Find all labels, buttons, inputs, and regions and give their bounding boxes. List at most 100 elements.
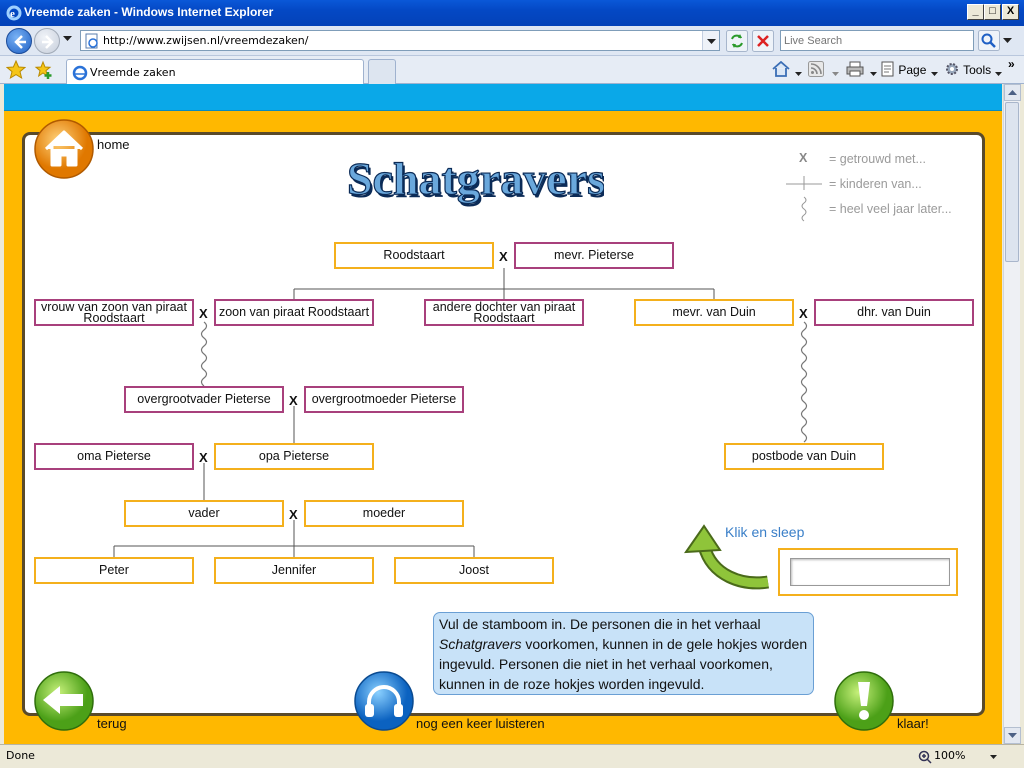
person-box[interactable]: mevr. van Duin (634, 299, 794, 326)
scroll-down-button[interactable] (1004, 727, 1021, 744)
scroll-thumb[interactable] (1005, 102, 1019, 262)
listen-again-label[interactable]: nog een keer luisteren (416, 716, 545, 731)
page-title-text: Schatgravers (348, 153, 604, 204)
person-box[interactable]: zoon van piraat Roodstaart (214, 299, 374, 326)
married-mark: X (289, 393, 298, 408)
search-icon[interactable] (978, 30, 1000, 51)
done-label[interactable]: klaar! (897, 716, 929, 731)
married-mark: X (199, 306, 208, 321)
chevron-down-icon (707, 39, 716, 44)
address-dropdown[interactable] (702, 31, 719, 50)
svg-text:e: e (10, 8, 15, 20)
person-box[interactable]: oma Pieterse (34, 443, 194, 470)
title-bar: e Vreemde zaken - Windows Internet Explo… (0, 0, 1024, 26)
minimize-button[interactable]: _ (967, 4, 984, 20)
listen-again-button[interactable] (353, 670, 415, 732)
person-box[interactable]: postbode van Duin (724, 443, 884, 470)
married-mark: X (199, 450, 208, 465)
home-button[interactable] (33, 118, 95, 180)
zoom-icon[interactable] (918, 750, 932, 764)
person-box[interactable]: Joost (394, 557, 554, 584)
feeds-command[interactable] (808, 61, 824, 80)
instruction-box: Vul de stamboom in. De personen die in h… (433, 612, 814, 695)
person-box[interactable]: moeder (304, 500, 464, 527)
person-box[interactable]: overgrootvader Pieterse (124, 386, 284, 413)
legend-married: = getrouwd met... (829, 152, 926, 166)
printer-icon (846, 61, 864, 77)
tab-vreemde-zaken[interactable]: Vreemde zaken (66, 59, 364, 84)
new-tab-button[interactable] (368, 59, 396, 84)
forward-arrow-icon (42, 35, 54, 49)
home-dropdown[interactable] (795, 66, 802, 80)
draggable-name-card[interactable] (790, 558, 950, 586)
page-menu[interactable]: Page (881, 61, 926, 77)
recent-pages-dropdown[interactable] (63, 36, 72, 42)
gear-icon (946, 63, 958, 75)
married-mark: X (799, 306, 808, 321)
close-button[interactable]: X (1002, 4, 1019, 20)
person-box[interactable]: Jennifer (214, 557, 374, 584)
married-mark: X (499, 249, 508, 264)
tools-menu-dropdown[interactable] (995, 66, 1002, 80)
search-input[interactable] (781, 31, 971, 50)
married-mark: X (289, 507, 298, 522)
person-box[interactable]: Roodstaart (334, 242, 494, 269)
chevron-up-icon (1008, 90, 1017, 95)
back-page-button[interactable] (33, 670, 95, 732)
person-box[interactable]: opa Pieterse (214, 443, 374, 470)
top-banner (4, 84, 1002, 111)
feeds-dropdown[interactable] (832, 66, 839, 80)
back-page-label[interactable]: terug (97, 716, 127, 731)
person-box[interactable]: andere dochter van piraat Roodstaart (424, 299, 584, 326)
add-favorites-icon[interactable] (34, 60, 54, 80)
stop-button[interactable] (752, 30, 774, 52)
favorites-star-icon[interactable] (6, 60, 26, 80)
person-box[interactable]: Peter (34, 557, 194, 584)
home-label[interactable]: home (97, 137, 130, 152)
tab-label: Vreemde zaken (90, 66, 176, 79)
headphones-icon (365, 685, 403, 717)
legend-children: = kinderen van... (829, 177, 922, 191)
chevron-down-icon (870, 72, 877, 76)
maximize-button[interactable]: □ (984, 4, 1001, 20)
zoom-dropdown[interactable] (990, 755, 997, 760)
person-box[interactable]: dhr. van Duin (814, 299, 974, 326)
drag-source-box (778, 548, 958, 596)
person-box[interactable]: vrouw van zoon van piraat Roodstaart (34, 299, 194, 326)
print-dropdown[interactable] (870, 66, 877, 80)
chevron-down-icon (1008, 733, 1017, 738)
address-toolbar: http://www.zwijsen.nl/vreemdezaken/ (0, 26, 1024, 56)
back-arrow-icon (14, 35, 26, 49)
forward-button[interactable] (34, 28, 60, 54)
chevron-down-icon (795, 72, 802, 76)
tools-menu[interactable]: Tools (944, 61, 991, 77)
print-command[interactable] (846, 61, 864, 80)
refresh-button[interactable] (726, 30, 748, 52)
done-button[interactable] (833, 670, 895, 732)
legend-married-symbol: X (799, 151, 808, 165)
vertical-scrollbar[interactable] (1003, 84, 1021, 744)
status-bar: Done 100% (0, 744, 1024, 768)
search-options-dropdown[interactable] (1003, 38, 1012, 44)
arrow-left-icon (43, 686, 83, 714)
person-box[interactable]: mevr. Pieterse (514, 242, 674, 269)
back-button[interactable] (6, 28, 32, 54)
person-box[interactable]: overgrootmoeder Pieterse (304, 386, 464, 413)
address-field[interactable]: http://www.zwijsen.nl/vreemdezaken/ (80, 30, 720, 51)
tab-bar: Vreemde zaken Page Tools » (0, 56, 1024, 84)
home-command[interactable] (772, 60, 790, 80)
zoom-level[interactable]: 100% (934, 749, 966, 762)
rss-feed-icon (808, 61, 824, 77)
live-search-box[interactable] (780, 30, 974, 51)
home-icon (44, 130, 84, 167)
instruction-story-title: Schatgravers (439, 636, 522, 652)
scroll-up-button[interactable] (1004, 84, 1021, 101)
person-box[interactable]: vader (124, 500, 284, 527)
more-commands-chevron[interactable]: » (1008, 57, 1015, 71)
instruction-line1: Vul de stamboom in. De personen die in h… (439, 616, 761, 632)
page-icon (72, 65, 88, 81)
page-menu-dropdown[interactable] (931, 66, 938, 80)
url-text[interactable]: http://www.zwijsen.nl/vreemdezaken/ (103, 34, 309, 47)
ie-logo-icon: e (6, 5, 22, 21)
